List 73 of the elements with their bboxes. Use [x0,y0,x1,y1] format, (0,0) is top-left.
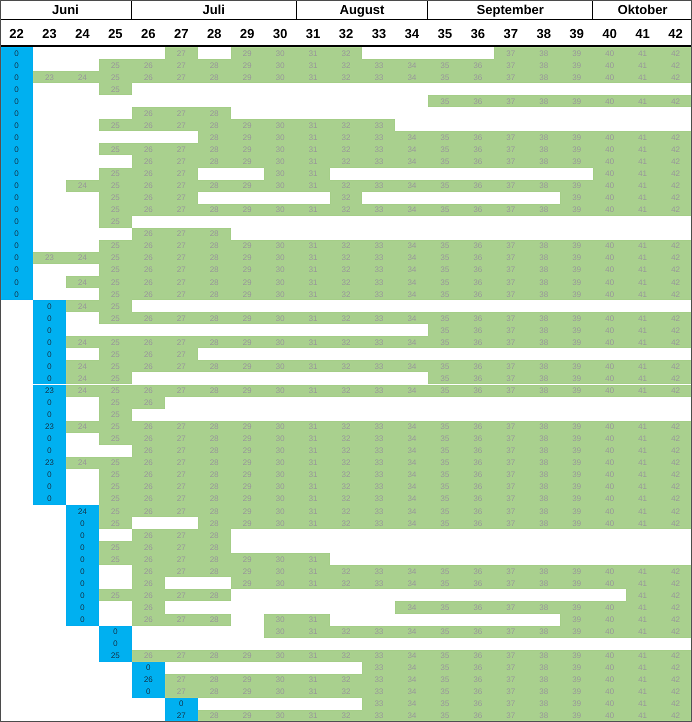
month-header: Juli [132,0,297,20]
week-header: 28 [206,24,222,42]
start-cell: 0 [0,59,33,72]
start-cell: 0 [66,565,99,578]
start-cell: 0 [0,95,33,108]
start-cell: 0 [0,155,33,168]
start-cell: 0 [0,119,33,132]
week-header: 26 [140,24,156,42]
start-cell: 0 [132,662,165,674]
start-cell: 0 [66,614,99,626]
start-cell: 27 [164,710,198,722]
start-cell: 0 [98,626,132,638]
start-cell: 0 [0,107,33,120]
week-header: 23 [41,24,58,42]
start-cell: 0 [98,638,132,650]
start-cell: 0 [66,529,99,542]
start-cell: 0 [0,71,33,84]
start-cell: 0 [32,312,66,324]
start-cell: 0 [32,336,66,348]
week-header: 22 [8,24,25,42]
week-header: 32 [338,24,354,42]
week-header: 29 [238,24,256,42]
start-cell: 0 [66,517,99,530]
week-header: 30 [272,24,288,42]
start-cell: 0 [32,480,66,493]
start-cell: 0 [32,492,66,506]
start-cell: 0 [66,553,99,566]
month-header: Oktober [593,0,692,20]
week-header: 38 [535,24,552,42]
week-header: 31 [304,24,322,42]
week-header: 27 [172,24,190,42]
start-cell: 23 [32,384,66,397]
start-cell: 0 [66,589,99,602]
start-cell: 0 [132,686,165,698]
month-header: September [428,0,594,20]
start-cell: 0 [32,432,66,445]
start-cell: 0 [32,468,66,481]
start-cell: 23 [32,456,66,469]
start-cell: 24 [66,505,99,518]
start-cell: 0 [0,143,33,156]
start-cell: 25 [98,650,132,662]
start-cell: 26 [132,674,165,686]
week-header: 40 [601,24,618,42]
week-header: 34 [404,24,420,42]
start-cell: 0 [0,83,33,96]
week-header: 42 [667,24,684,42]
week-header: 36 [470,24,486,42]
start-cell: 0 [0,131,33,144]
start-cell: 0 [66,601,99,614]
week-header: 35 [436,24,454,42]
week-header: 37 [502,24,519,42]
start-cell: 0 [0,276,33,288]
week-header: 39 [568,24,585,42]
start-cell: 0 [32,324,66,336]
week-header: 24 [74,24,91,42]
start-cell: 0 [0,288,33,300]
start-cell: 0 [32,300,66,312]
month-header: Juni [0,0,132,20]
start-cell: 0 [32,348,66,360]
start-cell: 0 [164,698,198,710]
start-cell: 0 [32,372,66,384]
start-cell: 0 [66,541,99,554]
start-cell: 0 [0,47,33,60]
start-cell: 0 [32,396,66,409]
month-header: August [296,0,428,20]
start-cell: 0 [32,408,66,421]
week-header: 41 [634,24,651,42]
start-cell: 0 [66,577,99,590]
start-cell: 0 [32,360,66,372]
week-header: 25 [107,24,124,42]
start-cell: 0 [32,444,66,457]
week-header: 33 [370,24,388,42]
start-cell: 23 [32,420,66,433]
